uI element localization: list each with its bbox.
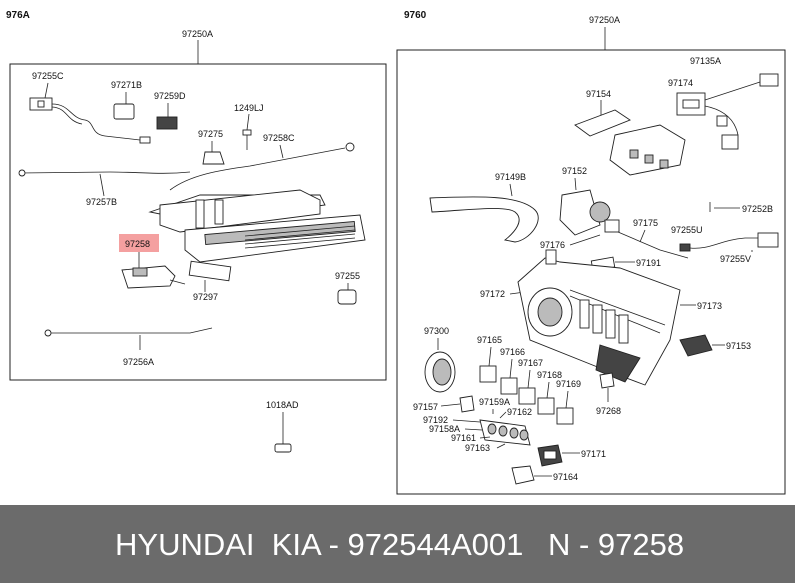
left-assembly: 97250A 97255C 97271B 97259D 1249LJ 97275	[18, 29, 366, 367]
label-97159A: 97159A	[479, 397, 510, 407]
label-97297: 97297	[193, 292, 218, 302]
cable-97257B	[19, 171, 191, 174]
label-97149B: 97149B	[495, 172, 526, 182]
label-97258: 97258	[125, 239, 150, 249]
parts-diagram: 976A 9760 97250A 97255C 97271B 97259D 12…	[6, 10, 786, 495]
label-97166: 97166	[500, 347, 525, 357]
label-97162: 97162	[507, 407, 532, 417]
label-97172: 97172	[480, 289, 505, 299]
label-97169: 97169	[556, 379, 581, 389]
label-97268: 97268	[596, 406, 621, 416]
label-97175: 97175	[633, 218, 658, 228]
label-97255C: 97255C	[32, 71, 64, 81]
right-assembly: 97250A 97135A 97174 97154 97149B	[413, 15, 779, 485]
part-97157	[459, 395, 475, 413]
label-97255: 97255	[335, 271, 360, 281]
label-97157: 97157	[413, 402, 438, 412]
label-97258C: 97258C	[263, 133, 295, 143]
knob-97300	[424, 351, 456, 393]
label-97250A-right: 97250A	[589, 15, 620, 25]
switch-97169	[556, 407, 574, 425]
duct-hose-97149B	[429, 196, 539, 243]
connector-97171	[537, 444, 563, 467]
label-97171: 97171	[581, 449, 606, 459]
cable-97256A	[48, 327, 213, 334]
label-97176: 97176	[540, 240, 565, 250]
screw-1018AD: 1018AD	[266, 400, 299, 453]
cable-97258C	[169, 147, 346, 191]
label-97154: 97154	[586, 89, 611, 99]
label-97158A: 97158A	[429, 424, 460, 434]
label-97163: 97163	[465, 443, 490, 453]
label-97300: 97300	[424, 326, 449, 336]
part-97255	[337, 289, 357, 305]
label-97173: 97173	[697, 301, 722, 311]
part-97153	[679, 334, 713, 357]
button-strip	[479, 419, 531, 446]
label-97191: 97191	[636, 258, 661, 268]
part-number-banner: HYUNDAI KIA - 972544A001 N - 97258	[0, 505, 795, 583]
switch-97168	[537, 397, 555, 415]
heater-case-97172	[517, 249, 681, 386]
highlight-97258	[119, 234, 159, 252]
right-assembly-frame	[396, 49, 786, 495]
part-97259D	[156, 116, 178, 130]
label-97255V: 97255V	[720, 254, 751, 264]
part-97297	[188, 260, 232, 282]
section-title-right: 9760	[404, 10, 427, 21]
label-97256A: 97256A	[123, 357, 154, 367]
label-97165: 97165	[477, 335, 502, 345]
label-1018AD: 1018AD	[266, 400, 299, 410]
banner-ref-part: N - 97258	[548, 527, 685, 562]
label-97252B: 97252B	[742, 204, 773, 214]
label-97152: 97152	[562, 166, 587, 176]
label-97174: 97174	[668, 78, 693, 88]
label-97250A-left: 97250A	[182, 29, 213, 39]
section-title-left: 976A	[6, 10, 30, 21]
control-body	[148, 189, 366, 263]
label-97259D: 97259D	[154, 91, 186, 101]
sensor-97255U	[679, 232, 779, 252]
wire-harness-97255C	[29, 97, 151, 144]
part-97268	[599, 372, 615, 389]
switch-97166	[500, 377, 518, 395]
label-97161: 97161	[451, 433, 476, 443]
part-97271B	[113, 103, 135, 120]
blower-resistor-97154	[574, 109, 686, 176]
label-1249LJ: 1249LJ	[234, 103, 264, 113]
label-97153: 97153	[726, 341, 751, 351]
label-97164: 97164	[553, 472, 578, 482]
part-97258	[121, 265, 186, 289]
banner-brand-part: HYUNDAI KIA - 972544A001	[115, 527, 524, 562]
wire-97175	[617, 231, 689, 259]
switch-97167	[518, 387, 536, 405]
switch-97165	[479, 365, 497, 383]
label-97168: 97168	[537, 370, 562, 380]
label-97255U: 97255U	[671, 225, 703, 235]
label-97275: 97275	[198, 129, 223, 139]
actuator-97152	[559, 189, 620, 236]
screw-1249LJ	[242, 129, 252, 150]
part-97164	[511, 465, 535, 485]
clip-97275	[202, 151, 225, 165]
label-97257B: 97257B	[86, 197, 117, 207]
label-97192: 97192	[423, 415, 448, 425]
label-97167: 97167	[518, 358, 543, 368]
harness-97135A	[676, 73, 779, 150]
label-97135A: 97135A	[690, 56, 721, 66]
label-97271B: 97271B	[111, 80, 142, 90]
